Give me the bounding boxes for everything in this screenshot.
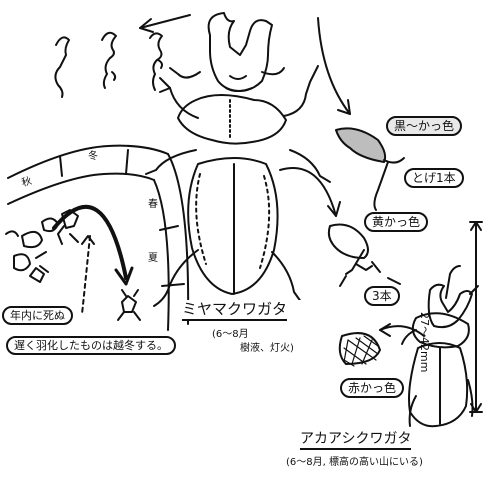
dies-in-year-note: 年内に死ぬ bbox=[2, 306, 73, 325]
akaashi-name: アカアシクワガタ bbox=[300, 432, 412, 450]
season-band-winter: 冬 bbox=[88, 151, 98, 162]
size-range: 27〜42mm bbox=[418, 312, 431, 373]
callout-yellow-brown: 黄かっ色 bbox=[364, 212, 429, 232]
leg-detail bbox=[327, 223, 381, 287]
season-band-spring: 春 bbox=[148, 199, 158, 210]
arrow-to-sketches bbox=[139, 14, 191, 29]
callout-spines: とげ1本 bbox=[404, 168, 464, 188]
miyama-habitat: 樹液、灯火) bbox=[240, 343, 294, 354]
season-band-summer: 夏 bbox=[148, 253, 158, 264]
callout-black-brown: 黒〜かっ色 bbox=[386, 116, 463, 136]
mandible-detail bbox=[335, 127, 405, 211]
arrow-down bbox=[52, 204, 128, 280]
mandible-variants bbox=[54, 31, 163, 98]
life-stages bbox=[5, 209, 141, 321]
akaashi-note: (6〜8月, 標高の高い山にいる) bbox=[286, 457, 423, 468]
callout-red-brown: 赤かっ色 bbox=[340, 378, 405, 398]
miyama-season: (6〜8月 bbox=[212, 329, 249, 340]
size-bracket bbox=[469, 221, 483, 413]
arrow-to-leg bbox=[279, 167, 337, 217]
miyama-name: ミヤマクワガタ bbox=[182, 302, 288, 321]
miyama-beetle bbox=[145, 12, 331, 307]
arrow-to-detail bbox=[317, 17, 351, 115]
overwinter-note: 遅く羽化したものは越冬する。 bbox=[6, 336, 176, 355]
red-leg-detail bbox=[338, 332, 381, 367]
callout-three: 3本 bbox=[364, 286, 400, 306]
akaashi-beetle bbox=[401, 265, 479, 428]
lifecycle-arc bbox=[7, 144, 190, 331]
